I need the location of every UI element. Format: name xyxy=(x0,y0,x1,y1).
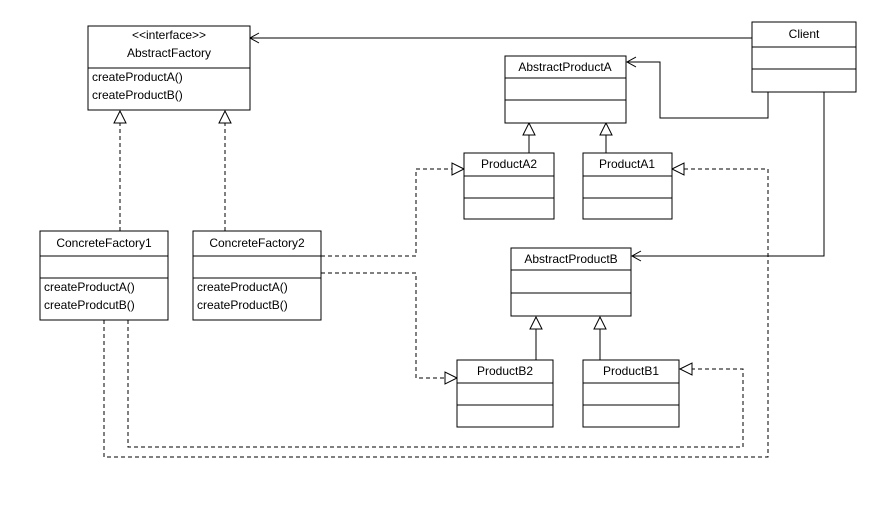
operation: createProductA() xyxy=(44,280,135,294)
class-product-a2[interactable]: ProductA2 xyxy=(463,152,555,220)
class-product-a1[interactable]: ProductA1 xyxy=(582,152,673,220)
dependency-factory2-product-b2 xyxy=(321,272,459,385)
dependency-factory1-product-b1 xyxy=(127,320,744,448)
generalization-product-b2 xyxy=(529,315,543,360)
class-stereotype: <<interface>> xyxy=(132,28,206,42)
association-client-abstract-product-b xyxy=(630,92,825,262)
operation: createProductA() xyxy=(197,280,288,294)
class-name: ProductB1 xyxy=(603,364,659,378)
class-name: AbstractProductB xyxy=(524,252,617,266)
class-concrete-factory2[interactable]: ConcreteFactory2 createProductA() create… xyxy=(192,230,322,321)
dependency-factory2-product-a2 xyxy=(321,162,466,257)
class-product-b2[interactable]: ProductB2 xyxy=(456,359,554,428)
class-name: AbstractFactory xyxy=(127,46,211,60)
dependency-factory1-product-a1 xyxy=(103,162,769,458)
class-product-b1[interactable]: ProductB1 xyxy=(582,359,680,428)
generalization-product-a2 xyxy=(522,121,536,153)
class-name: ConcreteFactory1 xyxy=(56,236,152,250)
operation: createProductA() xyxy=(92,70,183,84)
class-abstract-factory[interactable]: <<interface>> AbstractFactory createProd… xyxy=(87,25,251,111)
class-name: AbstractProductA xyxy=(518,60,611,74)
association-client-abstract-factory xyxy=(248,32,752,44)
realization-concrete-factory2 xyxy=(218,109,232,231)
class-name: ProductA1 xyxy=(599,157,655,171)
class-name: ProductB2 xyxy=(477,364,533,378)
operation: createProdcutB() xyxy=(44,298,135,312)
operation: createProductB() xyxy=(92,88,183,102)
association-client-abstract-product-a xyxy=(625,56,769,119)
class-name: Client xyxy=(789,27,820,41)
operation: createProductB() xyxy=(197,298,288,312)
generalization-product-a1 xyxy=(599,121,613,153)
class-abstract-product-b[interactable]: AbstractProductB xyxy=(510,247,632,317)
class-concrete-factory1[interactable]: ConcreteFactory1 createProductA() create… xyxy=(39,230,169,321)
class-abstract-product-a[interactable]: AbstractProductA xyxy=(504,55,627,124)
realization-concrete-factory1 xyxy=(113,109,127,231)
class-name: ConcreteFactory2 xyxy=(209,236,305,250)
generalization-product-b1 xyxy=(593,315,607,360)
class-name: ProductA2 xyxy=(481,157,537,171)
class-client[interactable]: Client xyxy=(751,21,857,93)
